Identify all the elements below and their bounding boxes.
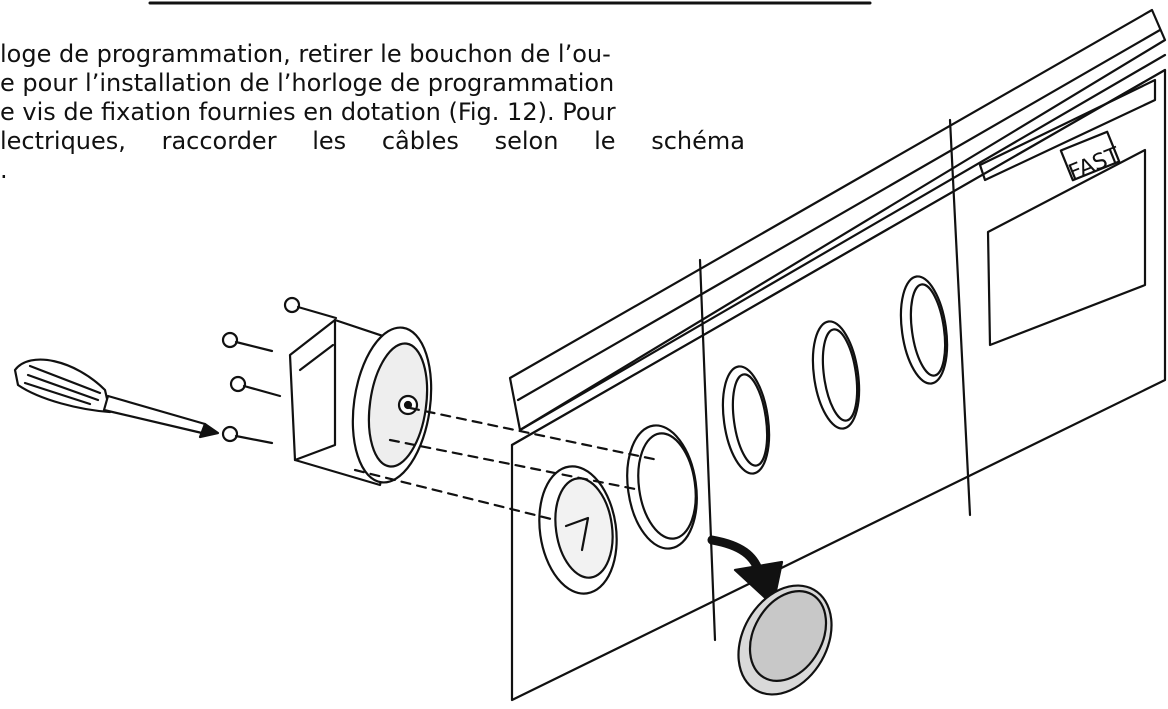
timer-clock-icon	[288, 318, 433, 487]
instruction-paragraph: loge de programmation, retirer le boucho…	[0, 40, 745, 185]
instruction-line: e vis de fixation fournies en dotation (…	[0, 98, 616, 126]
control-panel-icon	[508, 8, 1167, 702]
screwdriver-icon	[13, 358, 220, 439]
instruction-line: e pour l’installation de l’horloge de pr…	[0, 69, 615, 97]
instruction-line: lectriques, raccorder les câbles selon l…	[0, 127, 745, 155]
instruction-line: .	[0, 156, 8, 184]
instruction-line: loge de programmation, retirer le boucho…	[0, 40, 611, 68]
plug-cap-icon	[737, 584, 833, 696]
screw-icon	[221, 296, 338, 445]
alignment-guides	[353, 406, 660, 522]
